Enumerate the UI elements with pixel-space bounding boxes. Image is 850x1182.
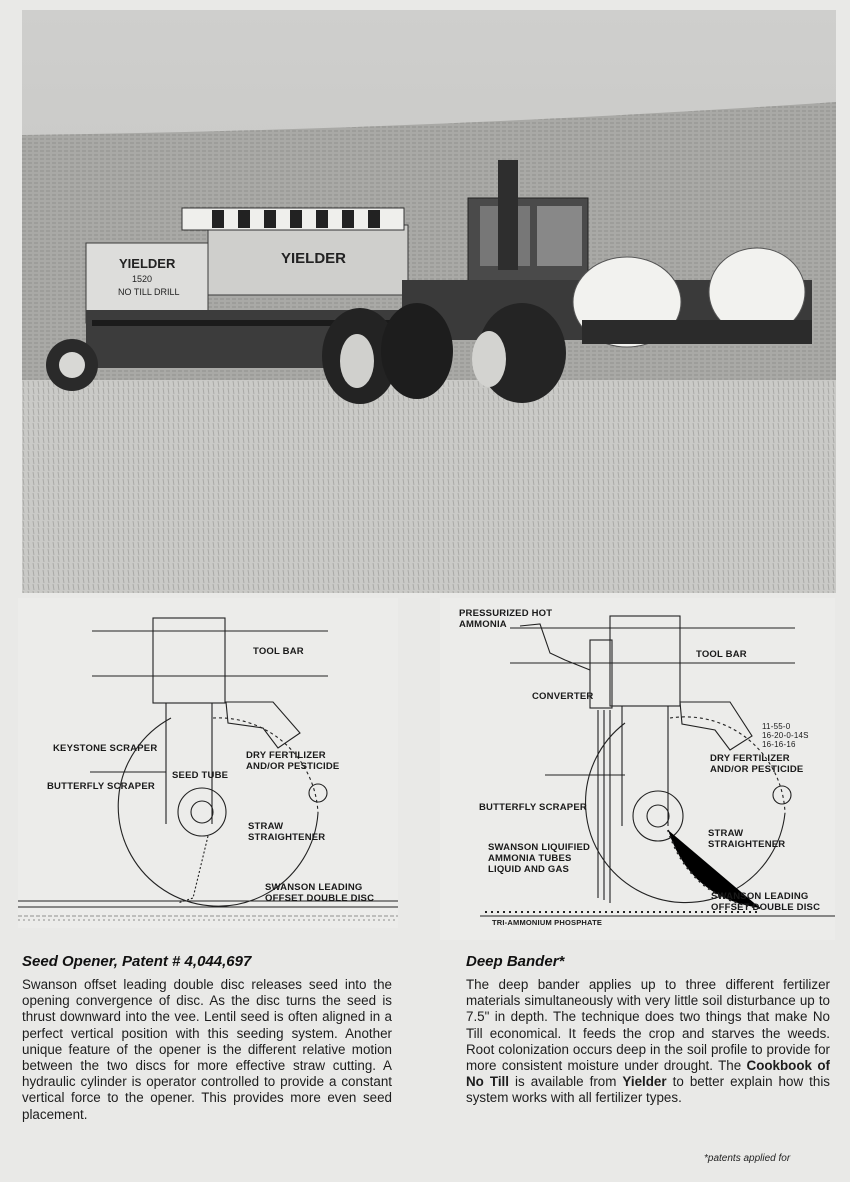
deep-bander-title: Deep Bander* — [466, 953, 565, 970]
label-converter: CONVERTER — [532, 691, 594, 702]
label-tri-ammonium-phosphate: TRI-AMMONIUM PHOSPHATE — [492, 918, 603, 927]
label-straw-straightener-right: STRAW STRAIGHTENER — [708, 828, 786, 850]
deep-bander-body-part-1: The deep bander applies up to three diff… — [466, 977, 830, 1074]
drill-label-no-till: NO TILL DRILL — [118, 287, 180, 297]
patents-footnote: *patents applied for — [704, 1153, 791, 1164]
label-pressurized-ammonia: PRESSURIZED HOT AMMONIA — [459, 608, 553, 630]
drill-label-yielder-large: YIELDER — [281, 250, 346, 267]
label-keystone-scraper: KEYSTONE SCRAPER — [53, 743, 158, 754]
label-straw-straightener: STRAW STRAIGHTENER — [248, 821, 326, 843]
deep-bander-body-part-2: is available from — [508, 1074, 623, 1090]
label-tool-bar-right: TOOL BAR — [696, 649, 747, 660]
deep-bander-diagram: PRESSURIZED HOT AMMONIA TOOL BAR CONVERT… — [440, 598, 835, 940]
label-dry-fertilizer-right: DRY FERTILIZER AND/OR PESTICIDE — [710, 753, 804, 775]
tractor-photo: YIELDER 1520 NO TILL DRILL YIELDER — [22, 10, 836, 593]
label-seed-tube: SEED TUBE — [172, 770, 229, 781]
label-leading-disc: SWANSON LEADING OFFSET DOUBLE DISC — [265, 882, 375, 904]
label-dry-fertilizer: DRY FERTILIZER AND/OR PESTICIDE — [246, 750, 340, 772]
drill-label-yielder-small: YIELDER — [119, 256, 176, 271]
label-leading-disc-right: SWANSON LEADING OFFSET DOUBLE DISC — [711, 891, 821, 913]
label-fertilizer-ratios: 11-55-0 16-20-0-14S 16-16-16 — [762, 722, 809, 749]
seed-opener-title: Seed Opener, Patent # 4,044,697 — [22, 953, 252, 970]
yielder-name: Yielder — [622, 1074, 667, 1090]
cookbook-of-no-till: Cookbook of No Till — [466, 1058, 830, 1090]
label-ammonia-tubes: SWANSON LIQUIFIED AMMONIA TUBES LIQUID A… — [488, 842, 591, 875]
seed-opener-body: Swanson offset leading double disc relea… — [22, 977, 392, 1122]
label-butterfly-scraper: BUTTERFLY SCRAPER — [47, 781, 155, 792]
drill-label-model: 1520 — [132, 274, 152, 284]
deep-bander-body: The deep bander applies up to three diff… — [466, 977, 830, 1107]
label-tool-bar: TOOL BAR — [253, 646, 304, 657]
tractor — [322, 160, 812, 404]
seed-opener-diagram: TOOL BAR KEYSTONE SCRAPER BUTTERFLY SCRA… — [18, 598, 398, 928]
label-butterfly-scraper-right: BUTTERFLY SCRAPER — [479, 802, 587, 813]
deep-bander-body-part-3: to better explain how this system works … — [466, 1074, 830, 1106]
